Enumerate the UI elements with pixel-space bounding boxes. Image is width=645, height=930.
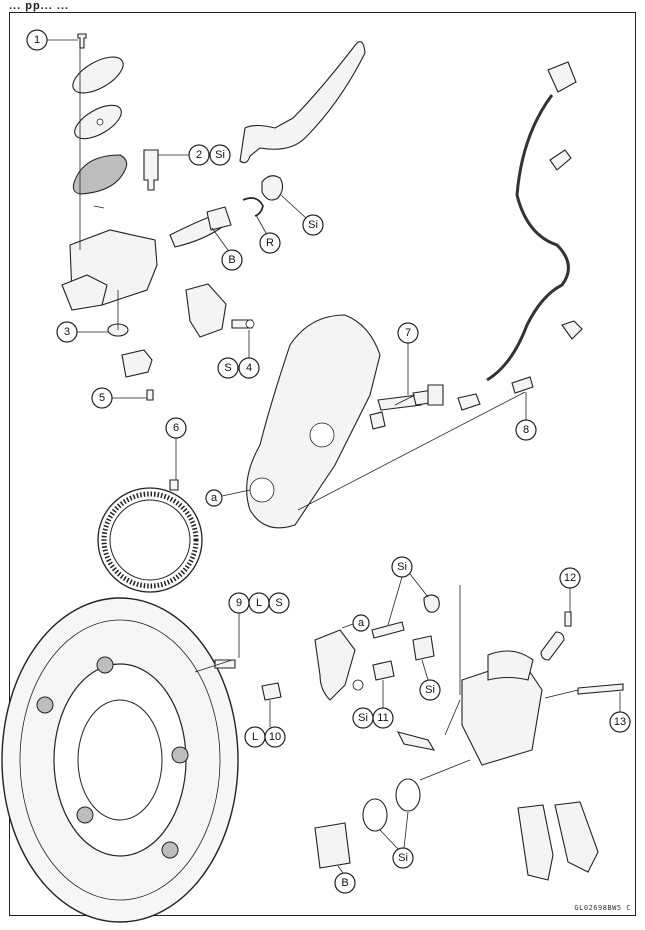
svg-text:Si: Si [425, 684, 435, 696]
callout-3: 3 [56, 321, 78, 343]
svg-text:R: R [266, 237, 274, 249]
callout-6: 6 [165, 417, 187, 439]
callout-9-s: S [268, 592, 290, 614]
svg-text:10: 10 [269, 731, 281, 743]
svg-text:L: L [256, 597, 262, 609]
diagram-frame [9, 12, 636, 916]
svg-text:4: 4 [246, 362, 252, 374]
svg-text:Si: Si [308, 219, 318, 231]
master-cylinder-group [61, 33, 284, 401]
caliper-bracket [246, 314, 534, 529]
svg-text:S: S [224, 362, 231, 374]
svg-text:2: 2 [196, 149, 202, 161]
svg-text:7: 7 [405, 327, 411, 339]
svg-text:1: 1 [34, 34, 40, 46]
svg-text:6: 6 [173, 422, 179, 434]
callout-a-bottom: a [352, 614, 370, 632]
callout-si-top: Si [391, 556, 413, 578]
callout-s: S [217, 357, 239, 379]
drawing-code: GL02698BW5 C [574, 904, 631, 912]
svg-text:12: 12 [564, 572, 576, 584]
callout-b-top: B [221, 249, 243, 271]
callout-si-boot: Si [302, 214, 324, 236]
callout-b-bottom: B [334, 872, 356, 894]
svg-text:a: a [358, 617, 365, 629]
callout-10: 10 [264, 726, 286, 748]
svg-text:S: S [275, 597, 282, 609]
svg-text:13: 13 [614, 716, 626, 728]
callout-si-pin: Si [419, 679, 441, 701]
svg-text:11: 11 [377, 712, 388, 724]
abs-sensor-cable [457, 61, 583, 411]
svg-text:B: B [341, 877, 348, 889]
svg-text:8: 8 [523, 424, 529, 436]
callout-11: 11 [372, 707, 394, 729]
callout-l-10: L [244, 726, 266, 748]
brake-disc [1, 597, 239, 923]
callout-8: 8 [515, 419, 537, 441]
callout-13: 13 [609, 711, 631, 733]
callout-9: 9 [228, 592, 250, 614]
svg-text:Si: Si [397, 561, 407, 573]
brake-lever [239, 41, 366, 164]
svg-text:9: 9 [236, 597, 242, 609]
svg-text:5: 5 [99, 392, 105, 404]
callout-si-11: Si [352, 707, 374, 729]
callout-si-seals: Si [392, 847, 414, 869]
svg-text:L: L [252, 731, 258, 743]
callout-1: 1 [26, 29, 48, 51]
svg-text:Si: Si [215, 149, 225, 161]
callout-5: 5 [91, 387, 113, 409]
callout-2: 2 [188, 144, 210, 166]
svg-text:3: 3 [64, 326, 70, 338]
caliper-parts [261, 585, 624, 881]
callout-a-top: a [205, 489, 223, 507]
callout-12: 12 [559, 567, 581, 589]
callout-9-l: L [248, 592, 270, 614]
callout-4: 4 [238, 357, 260, 379]
svg-text:Si: Si [358, 712, 368, 724]
abs-sensor-ring [97, 479, 203, 593]
svg-text:a: a [211, 492, 218, 504]
header-fragment: ... pp... ... [9, 0, 70, 12]
callout-7: 7 [397, 322, 419, 344]
callout-r: R [259, 232, 281, 254]
svg-text:Si: Si [398, 852, 408, 864]
svg-text:B: B [228, 254, 235, 266]
callout-2-si: Si [209, 144, 231, 166]
